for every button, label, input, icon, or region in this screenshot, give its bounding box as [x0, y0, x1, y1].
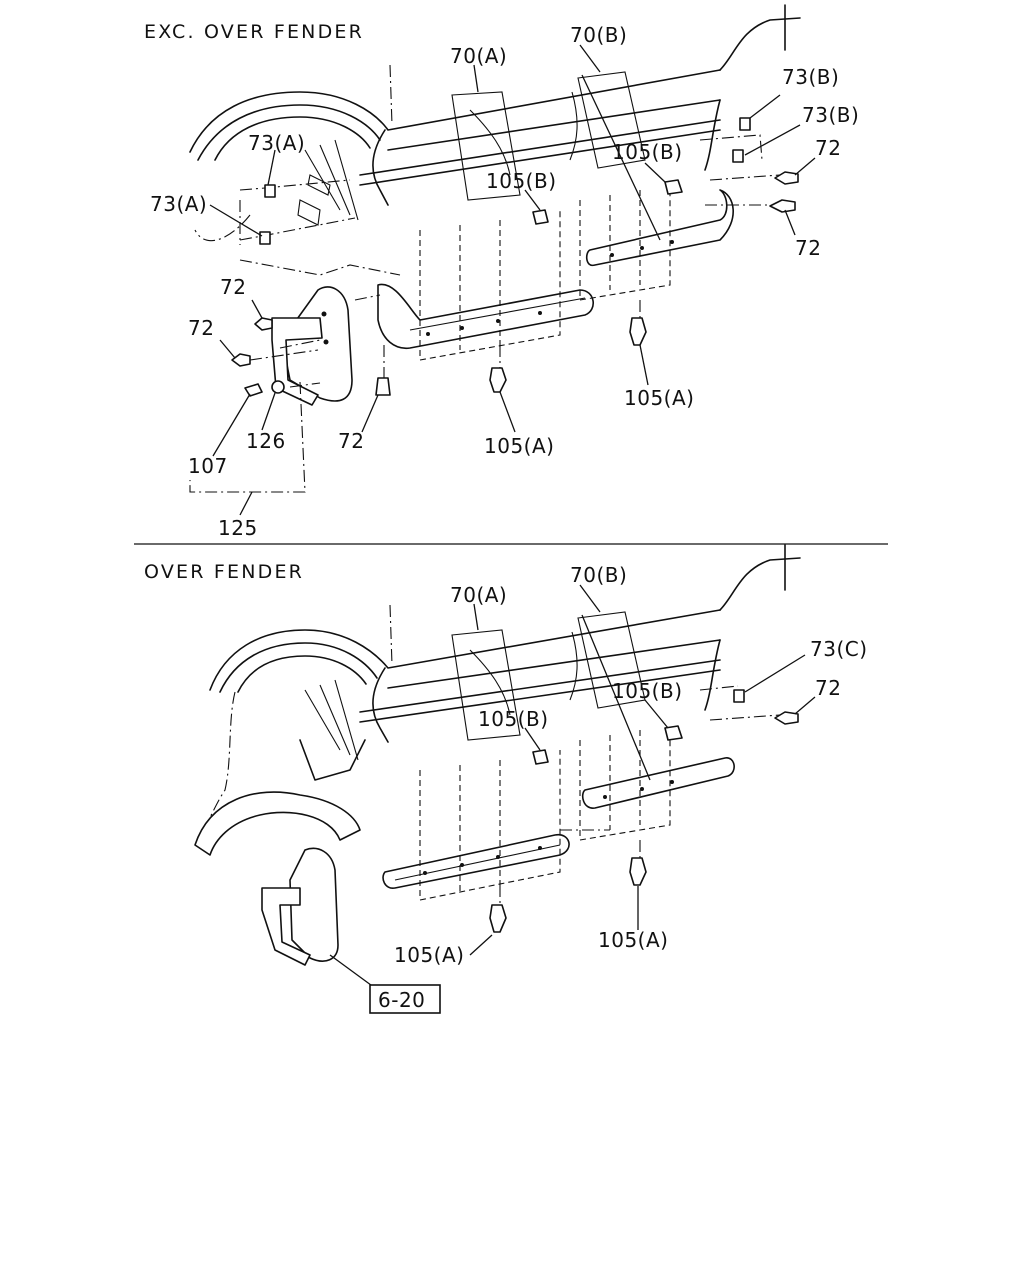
top-labels: 70(A) 70(B) 73(B) 73(B) 72 72 73(A) 73(A… — [150, 23, 859, 540]
label-105b-2: 105(B) — [486, 169, 557, 193]
label-73c: 73(C) — [810, 637, 868, 661]
label-72-left-2: 72 — [188, 316, 214, 340]
section-title-over-fender: OVER FENDER — [144, 561, 304, 583]
label-105a-2: 105(A) — [624, 386, 694, 410]
bottom-step-panel-b — [581, 757, 735, 809]
bottom-cover-70a — [451, 629, 521, 741]
bottom-labels: 70(A) 70(B) 73(C) 72 105(B) 105(B) 105(A… — [369, 563, 868, 1014]
label-105b-1: 105(B) — [612, 140, 683, 164]
label-70b: 70(B) — [570, 23, 627, 47]
nut-105b-right — [664, 179, 683, 195]
label-72: 72 — [815, 676, 841, 700]
label-72-right-2: 72 — [795, 236, 821, 260]
clip-73b-upper — [739, 117, 751, 131]
nut-105b-left — [532, 209, 549, 225]
label-126: 126 — [246, 429, 286, 453]
label-72-right-1: 72 — [815, 136, 841, 160]
clip-73c — [733, 689, 745, 703]
label-70a: 70(A) — [450, 44, 507, 68]
screw-72-left-lower — [231, 353, 251, 367]
label-125: 125 — [218, 516, 258, 540]
label-70b: 70(B) — [570, 563, 627, 587]
top-cover-70b — [569, 71, 646, 169]
screw-72-bottom — [375, 377, 391, 396]
top-cover-70a — [451, 91, 521, 201]
bolt-107 — [244, 383, 263, 397]
bottom-assembly-lines — [419, 685, 781, 905]
clip-73a-lower — [259, 231, 271, 245]
label-105a-1: 105(A) — [484, 434, 554, 458]
label-73b-2: 73(B) — [802, 103, 859, 127]
bottom-section: OVER FENDER — [144, 544, 868, 1014]
top-fasteners — [231, 117, 799, 397]
label-107: 107 — [188, 454, 228, 478]
bottom-fender-and-mudguard — [194, 791, 361, 966]
reference-box — [369, 984, 441, 1014]
label-105a-1: 105(A) — [394, 943, 464, 967]
reference-label: 6-20 — [378, 988, 425, 1012]
label-105b-1: 105(B) — [612, 679, 683, 703]
top-body-outline — [189, 4, 801, 242]
bottom-leaders — [329, 584, 816, 989]
label-105b-2: 105(B) — [478, 707, 549, 731]
clip-73b-lower — [732, 149, 744, 163]
label-70a: 70(A) — [450, 583, 507, 607]
bottom-step-panel-a — [382, 833, 570, 889]
label-105a-2: 105(A) — [598, 928, 668, 952]
top-step-panel-b — [585, 189, 734, 267]
bottom-fasteners — [489, 689, 799, 933]
label-72-bottom: 72 — [338, 429, 364, 453]
top-section: EXC. OVER FENDER — [144, 4, 859, 540]
label-73a-2: 73(A) — [150, 192, 207, 216]
label-73b-1: 73(B) — [782, 65, 839, 89]
top-leaders — [209, 44, 816, 516]
top-mud-guard — [271, 286, 353, 406]
label-72-left-1: 72 — [220, 275, 246, 299]
screw-72-left-upper — [254, 317, 273, 331]
top-step-panel-a — [377, 283, 594, 349]
bolt-105a-right — [629, 317, 647, 346]
nut-105b-right — [664, 725, 683, 741]
screw-72-upper — [774, 171, 799, 185]
bolt-105a-left — [489, 904, 507, 933]
section-title-exc-over-fender: EXC. OVER FENDER — [144, 21, 364, 43]
clip-73a-upper — [264, 184, 276, 198]
screw-72-lower — [769, 199, 796, 213]
bottom-body-outline — [199, 544, 801, 836]
bolt-105a-right — [629, 857, 647, 886]
nut-105b-left — [532, 749, 549, 765]
screw-72 — [774, 711, 799, 725]
label-73a-1: 73(A) — [248, 131, 305, 155]
washer-126 — [271, 380, 285, 394]
bolt-105a-left — [489, 367, 507, 393]
